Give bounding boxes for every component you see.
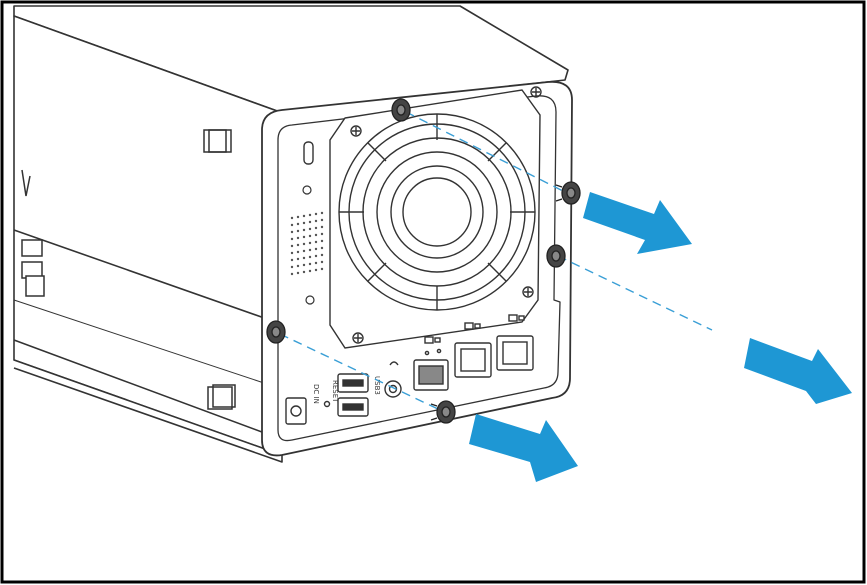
io-ports [285,314,534,425]
fan-guard [329,86,542,349]
usb-label: USB3 [373,376,381,395]
guide-line-right [557,255,713,331]
screws [266,98,581,424]
dc-in-port [285,397,307,425]
screw-mid-right [546,244,566,268]
reset-button [323,400,331,408]
screw-guide-lines [279,111,713,411]
network-port-2 [454,342,492,378]
screw-bottom-center [430,400,456,424]
audio-jack [384,380,402,398]
arrow-far-right [744,338,852,404]
arrow-bottom [469,414,578,482]
network-port-3 [496,335,534,371]
speaker-grille [290,141,324,305]
screw-top-right [555,181,581,205]
removal-arrows [469,192,852,482]
arrow-top-right [583,192,692,254]
nas-enclosure [13,5,569,463]
screw-bottom-left [266,320,286,344]
reset-label: RESET [331,380,339,403]
screw-top-left [391,98,411,122]
dc-in-jack [290,405,302,417]
dc-in-label: DC IN [312,384,320,404]
side-slots [21,129,236,410]
